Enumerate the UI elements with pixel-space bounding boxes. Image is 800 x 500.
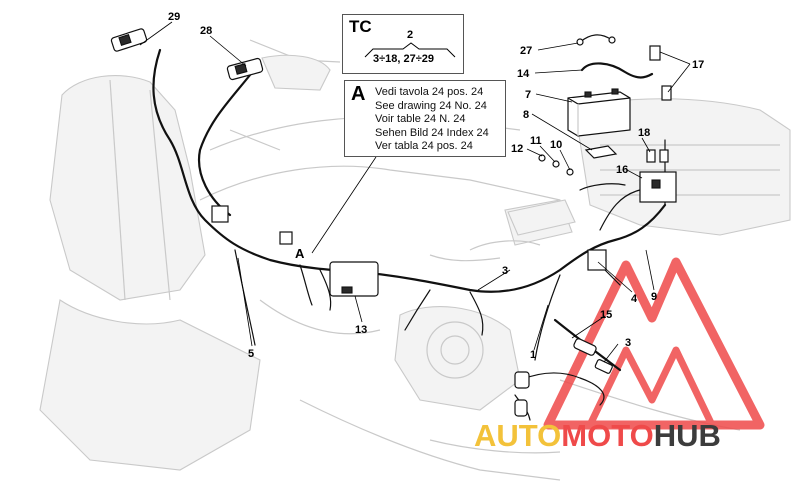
callout-14: 14 bbox=[517, 68, 530, 80]
reference-line-it: Vedi tavola 24 pos. 24 bbox=[375, 86, 484, 98]
connector-29 bbox=[110, 28, 148, 52]
reference-line-de: Sehen Bild 24 Index 24 bbox=[375, 126, 489, 139]
connector-block-left bbox=[211, 205, 293, 245]
marker-a: A bbox=[295, 246, 305, 261]
leader-lines bbox=[139, 21, 691, 363]
callout-13: 13 bbox=[355, 324, 367, 336]
watermark-moto: MOTO bbox=[561, 418, 654, 453]
battery-7 bbox=[567, 88, 631, 137]
callout-10: 10 bbox=[550, 139, 562, 151]
regulator-13 bbox=[329, 261, 379, 297]
callout-15: 15 bbox=[600, 309, 612, 321]
reference-line-fr: Voir table 24 N. 24 bbox=[375, 113, 466, 125]
tc-bracket bbox=[364, 42, 456, 58]
callout-3-bottom: 3 bbox=[625, 337, 631, 349]
callout-17: 17 bbox=[692, 59, 704, 71]
callout-9: 9 bbox=[651, 291, 657, 303]
watermark-logo-triangle bbox=[543, 257, 765, 430]
callout-11: 11 bbox=[530, 135, 542, 147]
callout-16: 16 bbox=[616, 164, 628, 176]
hardware-10-11-12 bbox=[538, 154, 574, 176]
battery-cable-14 bbox=[580, 62, 654, 79]
tc-group-number: 2 bbox=[407, 29, 414, 41]
callout-29: 29 bbox=[168, 11, 180, 23]
callout-4: 4 bbox=[631, 293, 638, 305]
control-unit bbox=[507, 199, 576, 236]
relay-16 bbox=[639, 171, 677, 203]
spark-cap-1 bbox=[514, 371, 530, 417]
tc-range: 3÷18, 27÷29 bbox=[373, 53, 435, 65]
callout-1: 1 bbox=[530, 349, 536, 361]
watermark-auto: AUTO bbox=[474, 418, 562, 453]
sensor-3 bbox=[573, 338, 613, 374]
callout-7: 7 bbox=[525, 89, 531, 101]
callout-5: 5 bbox=[248, 348, 254, 360]
fuses-18 bbox=[646, 149, 669, 163]
callout-28: 28 bbox=[200, 25, 212, 37]
tc-legend-box: TC 2 3÷18, 27÷29 bbox=[342, 14, 464, 74]
reference-line-en: See drawing 24 No. 24 bbox=[375, 99, 487, 112]
tc-bracket-line bbox=[364, 42, 456, 58]
callout-labels: 29 28 27 14 17 7 8 18 12 11 10 16 3 4 9 … bbox=[168, 11, 704, 361]
connector-28 bbox=[226, 57, 264, 81]
callout-3-top: 3 bbox=[502, 265, 508, 277]
reference-box-a: A Vedi tavola 24 pos. 24 See drawing 24 … bbox=[344, 80, 506, 157]
reference-lines: Vedi tavola 24 pos. 24 See drawing 24 No… bbox=[375, 86, 489, 154]
reference-line-es: Ver tabla 24 pos. 24 bbox=[375, 140, 473, 152]
screws-17 bbox=[649, 45, 672, 101]
callout-27: 27 bbox=[520, 45, 532, 57]
tc-title: TC bbox=[349, 17, 372, 36]
watermark-hub: HUB bbox=[653, 418, 721, 453]
pad-8 bbox=[584, 145, 618, 159]
callout-18: 18 bbox=[638, 127, 650, 139]
callout-8: 8 bbox=[523, 109, 529, 121]
watermark-text: AUTOMOTOHUB bbox=[474, 418, 721, 454]
callout-12: 12 bbox=[511, 143, 523, 155]
ground-strap-27 bbox=[576, 34, 616, 46]
reference-letter: A bbox=[351, 83, 366, 105]
